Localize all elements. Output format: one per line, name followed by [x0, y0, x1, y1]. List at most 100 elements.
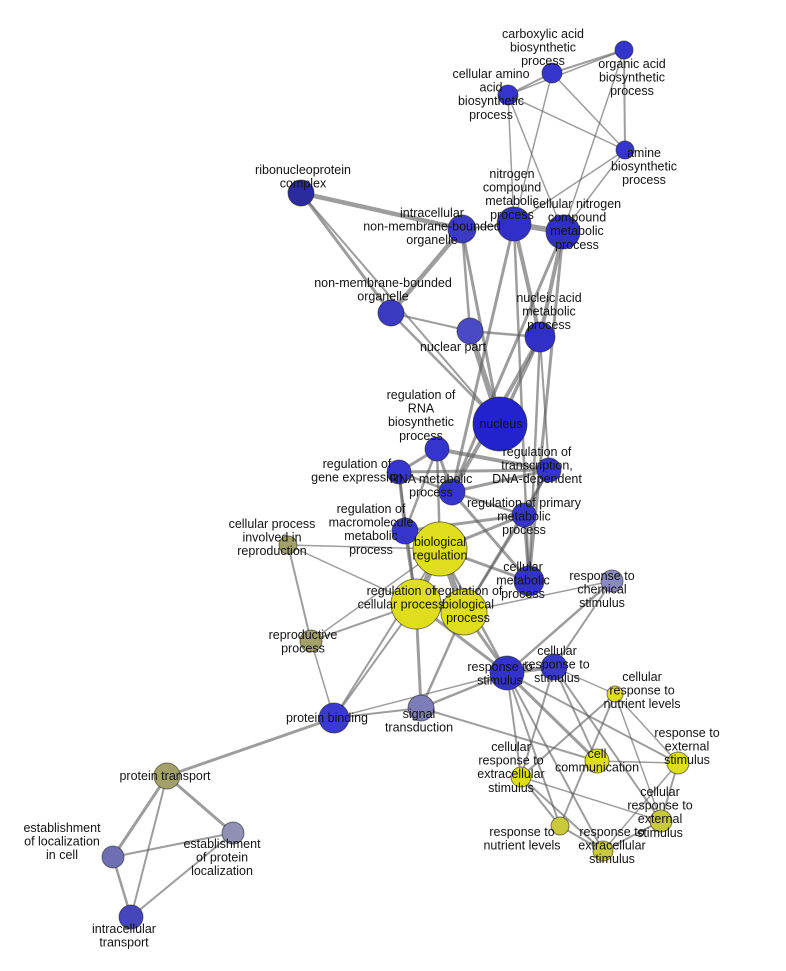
graph-node-response-to-external-stimulus[interactable]: [666, 751, 690, 775]
graph-node-regulation-of-cellular-process[interactable]: [390, 578, 442, 630]
graph-node-protein-binding[interactable]: [318, 702, 350, 734]
graph-edge-oab-cnc: [562, 49, 625, 233]
graph-node-regulation-of-gene-expression[interactable]: [386, 459, 412, 485]
graph-node-cellular-response-to-stimulus[interactable]: [540, 653, 568, 681]
graph-edge-cnc-cmp: [527, 230, 565, 583]
graph-node-response-to-extracellular-stimulus[interactable]: [592, 840, 614, 862]
graph-node-amine-biosynthetic-process[interactable]: [615, 140, 635, 160]
graph-edge-ino-nmo: [388, 226, 465, 316]
graph-node-intracellular-transport[interactable]: [118, 904, 144, 930]
graph-node-nitrogen-compound-metabolic-process[interactable]: [496, 206, 532, 242]
graph-edge-rst-rnl: [506, 672, 561, 827]
graph-edge-ino-npt: [460, 227, 472, 333]
graph-node-cellular-amino-acid-biosynthetic-process[interactable]: [497, 84, 519, 106]
graph-edge-rnp-ino: [298, 190, 465, 232]
graph-node-regulation-of-macromolecule-metabolic-process[interactable]: [391, 517, 419, 545]
graph-edge-epl-itr: [130, 832, 234, 918]
graph-node-cellular-response-to-nutrient-levels[interactable]: [606, 685, 624, 703]
graph-node-cellular-metabolic-process[interactable]: [513, 565, 545, 597]
graph-node-nucleic-acid-metabolic-process[interactable]: [524, 321, 556, 353]
graph-node-signal-transduction[interactable]: [407, 694, 435, 722]
graph-node-nuclear-part[interactable]: [456, 317, 484, 345]
graph-edge-cpr-rep: [287, 544, 312, 642]
graph-edge-rnp-nmo: [299, 191, 393, 315]
graph-node-response-to-nutrient-levels[interactable]: [550, 816, 570, 836]
graph-edge-oab-amb: [623, 49, 626, 151]
graph-edge-pbi-bre: [333, 548, 441, 719]
graph-edge-aab-ncm: [507, 94, 515, 225]
graph-node-establishment-of-protein-localization[interactable]: [221, 821, 245, 845]
graph-node-rna-metabolic-process[interactable]: [438, 478, 466, 506]
graph-edge-nam-cmp: [527, 335, 542, 583]
graph-edge-rcs-rbp: [463, 580, 613, 613]
graph-edge-cab-amb: [551, 72, 626, 151]
graph-edge-rrb-rtd: [435, 447, 551, 472]
graph-edge-cnc-nam: [538, 230, 565, 339]
graph-edge-rst-rcs: [505, 579, 614, 675]
graph-node-non-membrane-bounded-organelle[interactable]: [377, 299, 405, 327]
graph-node-nucleus[interactable]: [472, 396, 528, 452]
graph-node-regulation-of-rna-biosynthetic-process[interactable]: [424, 436, 450, 462]
graph-node-carboxylic-acid-biosynthetic-process[interactable]: [541, 62, 563, 84]
graph-edge-nmo-npt: [390, 312, 471, 332]
graph-edge-crn-res: [614, 693, 679, 764]
graph-node-response-to-stimulus[interactable]: [489, 655, 525, 691]
graph-edge-ptr-epl: [165, 774, 235, 835]
graph-node-cellular-process-involved-in-reproduction[interactable]: [278, 535, 298, 555]
graph-node-biological-regulation[interactable]: [412, 521, 468, 577]
node-label-nucleus: nucleus: [479, 417, 522, 431]
graph-node-cellular-response-to-extracellular-stimulus[interactable]: [510, 766, 532, 788]
graph-node-response-to-chemical-stimulus[interactable]: [600, 569, 624, 593]
graph-node-regulation-of-transcription-dna-dependent[interactable]: [536, 457, 562, 483]
graph-node-intracellular-non-membrane-bounded-organelle[interactable]: [447, 214, 477, 244]
graph-edge-oab-aab: [507, 49, 625, 96]
graph-edge-cab-ncm: [513, 72, 553, 225]
graph-edge-res-cco: [596, 760, 679, 764]
graph-node-regulation-of-primary-metabolic-process[interactable]: [511, 502, 537, 528]
graph-edge-crs-rcs: [553, 580, 613, 668]
graph-node-ribonucleoprotein-complex[interactable]: [287, 179, 315, 207]
graph-node-reproductive-process[interactable]: [299, 629, 323, 653]
graph-edge-rrb-rmm: [403, 447, 439, 533]
graph-node-cell-communication[interactable]: [584, 748, 610, 774]
graph-node-regulation-of-biological-process[interactable]: [440, 588, 488, 636]
graph-node-establishment-of-localization-in-cell[interactable]: [101, 845, 125, 869]
graph-node-cellular-nitrogen-compound-metabolic-process[interactable]: [545, 214, 581, 250]
graph-edge-rst-rxs: [506, 672, 604, 852]
graph-edge-ptr-itr: [130, 775, 168, 918]
graph-edge-rst-res: [506, 672, 679, 764]
graph-node-cellular-response-to-external-stimulus[interactable]: [649, 809, 673, 833]
graph-node-protein-transport[interactable]: [153, 762, 181, 790]
graph-edge-rtd-rge: [397, 468, 551, 474]
graph-node-organic-acid-biosynthetic-process[interactable]: [614, 40, 634, 60]
graph-edge-ncm-nam: [512, 222, 542, 339]
graph-edge-rtd-rbp: [462, 468, 551, 614]
